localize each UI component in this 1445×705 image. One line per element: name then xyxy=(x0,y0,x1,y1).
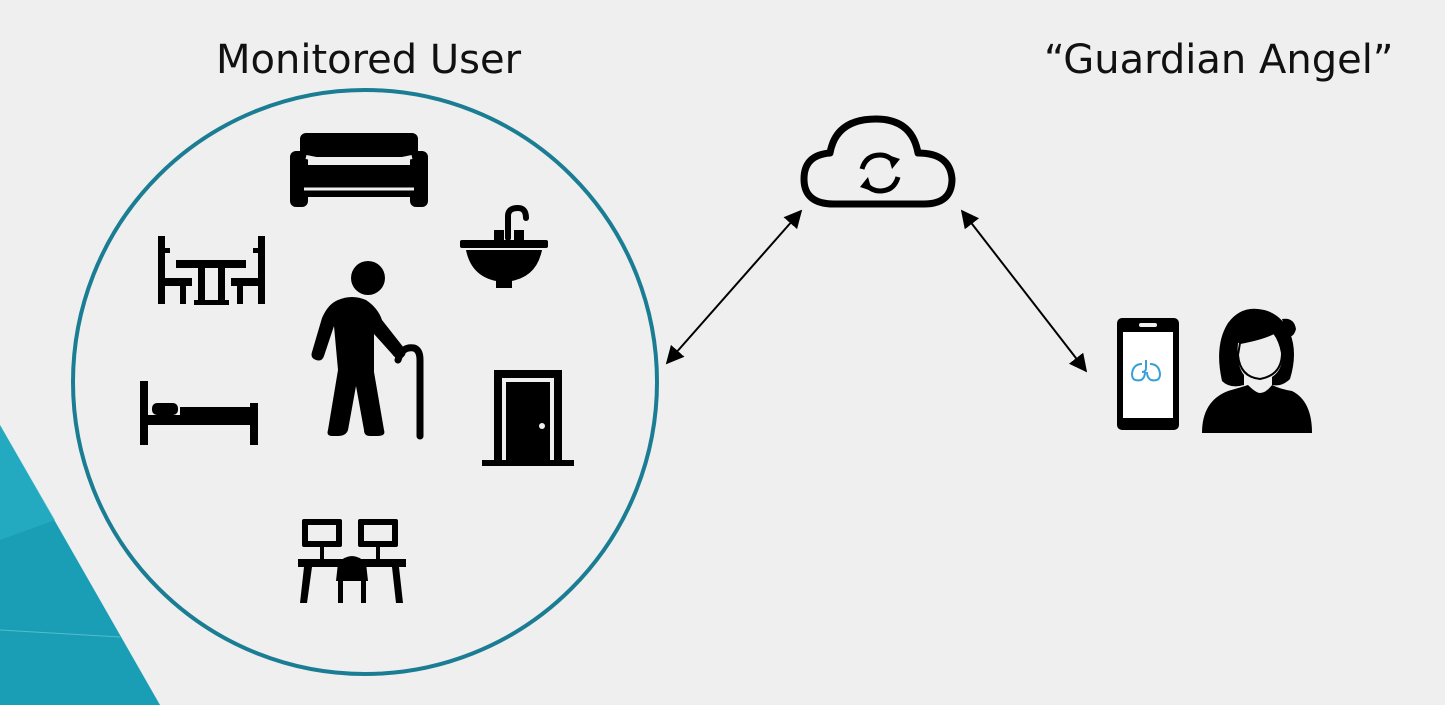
sofa-icon xyxy=(290,133,428,207)
home-circle xyxy=(71,88,659,676)
smartphone-lungs-icon xyxy=(1117,318,1179,430)
arrow-cloud-to-guardian xyxy=(960,209,1088,373)
door-icon xyxy=(482,370,574,466)
bed-icon xyxy=(140,381,258,445)
desk-workstation-icon xyxy=(298,519,406,603)
arrow-home-to-cloud xyxy=(665,209,803,365)
cloud-sync-icon xyxy=(800,115,956,208)
dining-table-icon xyxy=(158,236,265,305)
lungs-icon xyxy=(1130,360,1162,382)
guardian-angel-label: “Guardian Angel” xyxy=(1044,37,1394,83)
teal-corner-decoration xyxy=(0,425,160,705)
monitored-user-label: Monitored User xyxy=(216,37,522,83)
woman-avatar-icon xyxy=(1202,308,1312,433)
sink-icon xyxy=(460,204,548,288)
elderly-person-cane-icon xyxy=(311,261,424,440)
